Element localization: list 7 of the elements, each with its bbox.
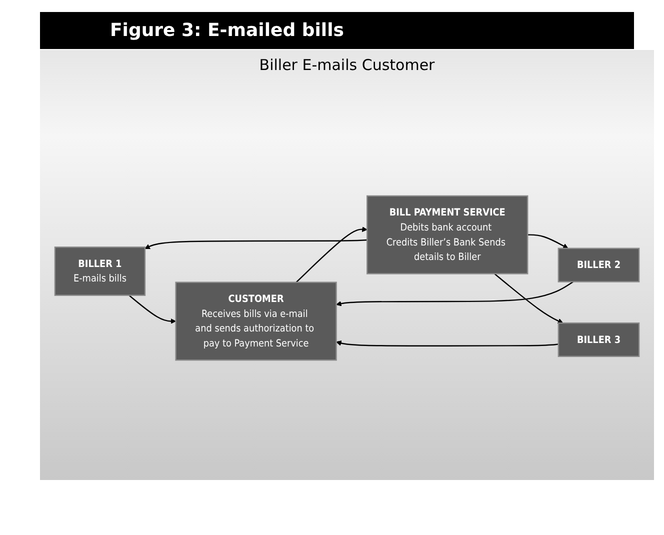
process-box: BILLER 1 E-mails bills [54,246,146,296]
process-box: CUSTOMER Receives bills via e-mail and sends authorization to pay to Payment Service [175,282,337,361]
process-box: BILL PAYMENT SERVICE Debits bank account Credits Biller’s Bank Sends details to Biller [366,195,528,274]
subtitle: Biller E-mails Customer [258,56,436,74]
figure-title: Figure 3: E-mailed bills [40,12,634,49]
process-box: BILLER 3 [558,322,640,357]
process-box: BILLER 2 [558,248,640,282]
